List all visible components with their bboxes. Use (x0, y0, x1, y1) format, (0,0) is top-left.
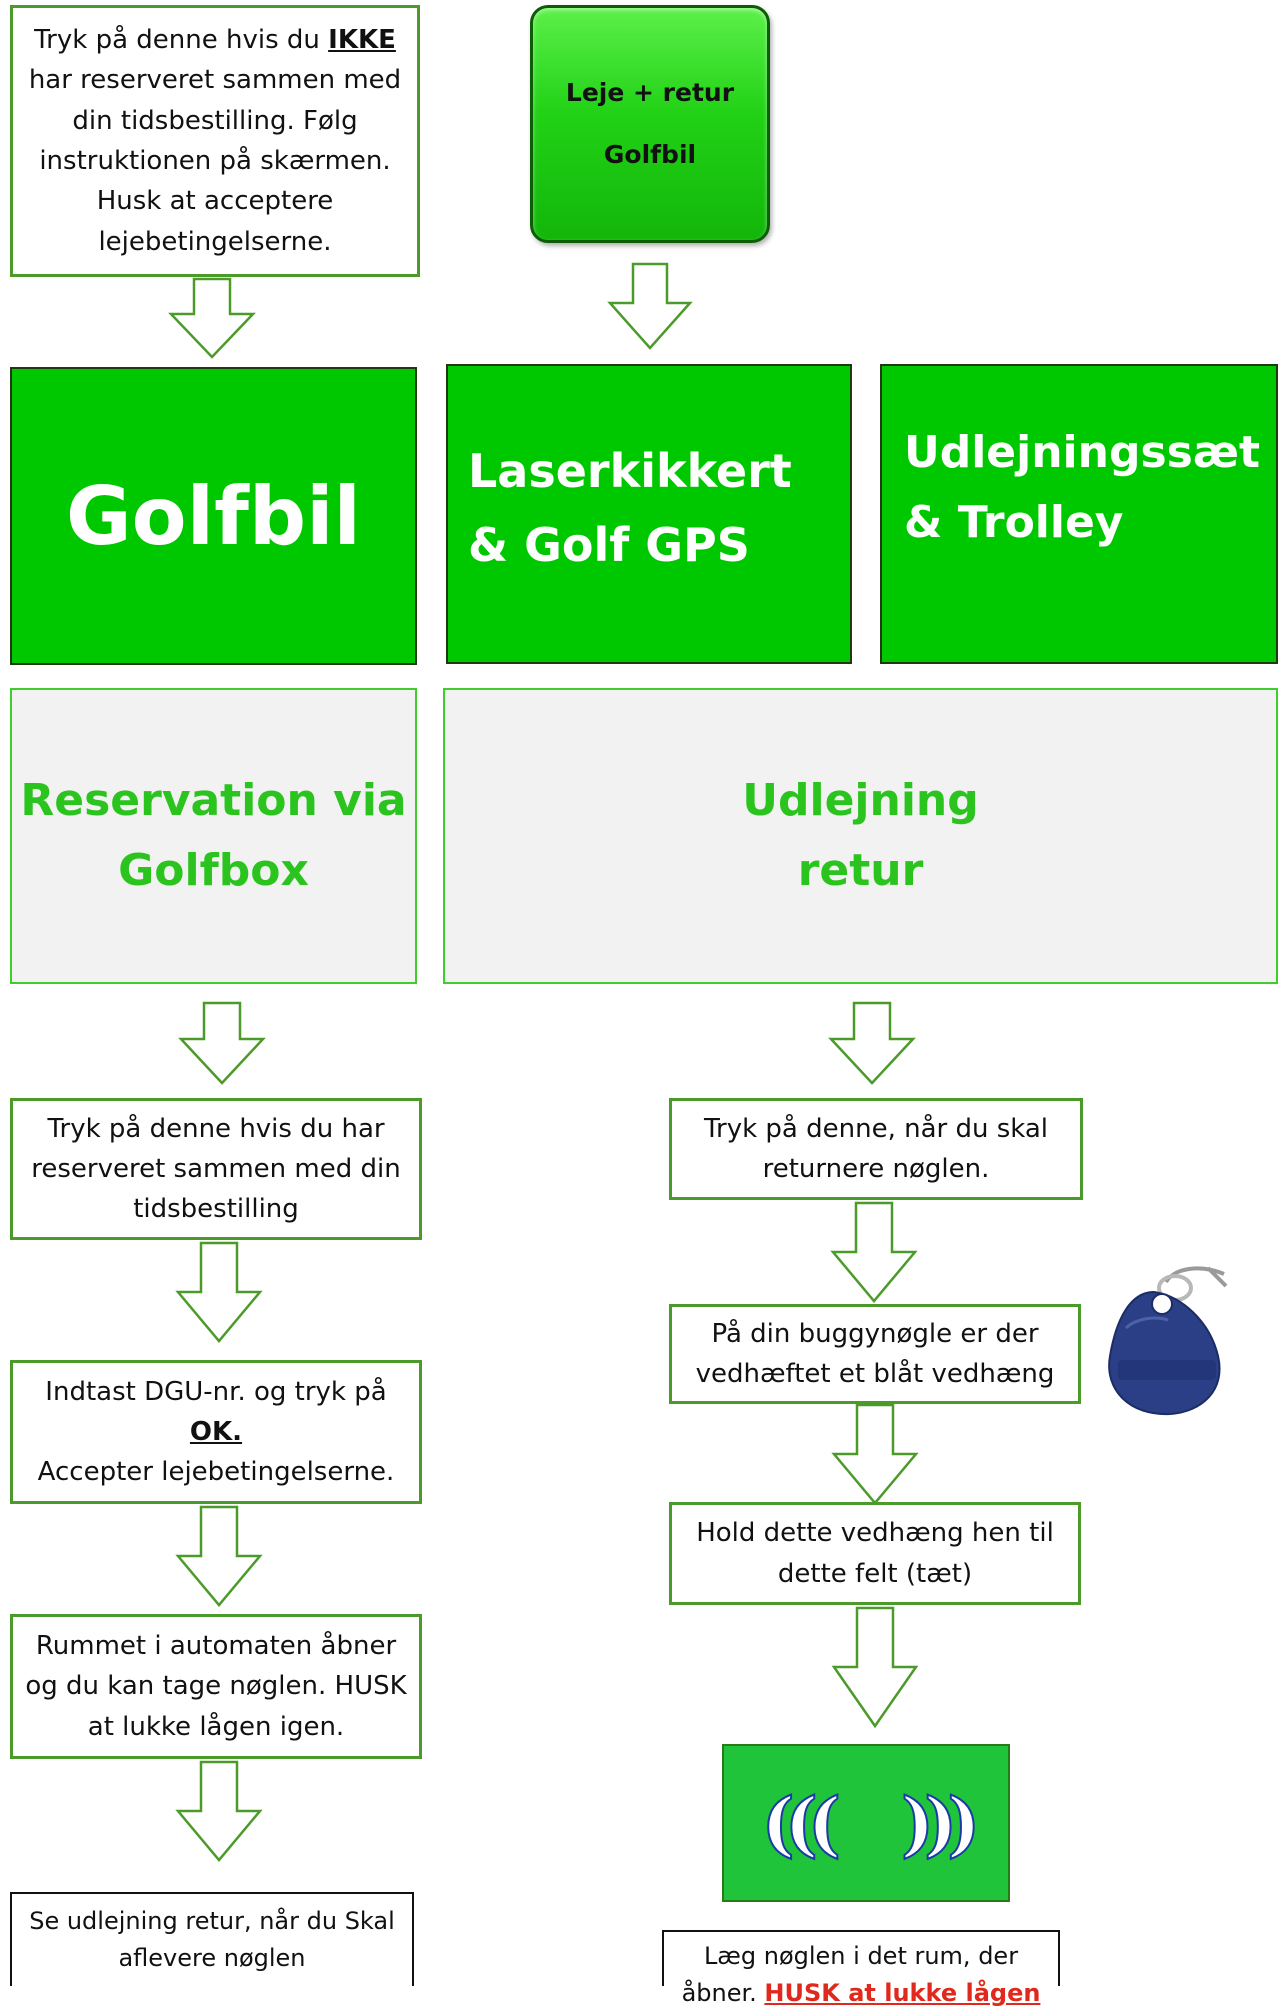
panel-label-line1: Reservation via (20, 774, 407, 826)
down-arrow-icon (831, 1606, 919, 1729)
note-text: Tryk på denne, når du skal returnere nøg… (703, 1113, 1049, 1184)
nfc-waves-left-icon: ((( (761, 1781, 842, 1866)
down-arrow-icon (175, 1241, 263, 1343)
nfc-reader-panel[interactable]: ((( ))) (722, 1744, 1010, 1902)
note-text: Rummet i automaten åbner og du kan tage … (25, 1631, 407, 1742)
tile-label: Udlejningssæt & Trolley (904, 427, 1260, 549)
tile-golfbil[interactable]: Golfbil (10, 367, 417, 665)
tile-label: Golfbil (66, 469, 361, 563)
button-label-line1: Leje + retur (565, 77, 735, 107)
note-text: Tryk på denne hvis du (34, 25, 329, 56)
ikke-emphasis: IKKE (328, 25, 396, 56)
note-hold: Hold dette vedhæng hen til dette felt (t… (669, 1502, 1081, 1605)
down-arrow-icon (828, 1001, 916, 1085)
down-arrow-icon (830, 1201, 918, 1303)
panel-reservation-via-golfbox[interactable]: Reservation via Golfbox (10, 688, 417, 984)
down-arrow-icon (831, 1403, 919, 1505)
note-text: har reserveret sammen med din tidsbestil… (28, 65, 402, 257)
tile-label: Laserkikkert & Golf GPS (468, 444, 792, 572)
note-text: På din buggynøgle er der vedhæftet et bl… (695, 1318, 1055, 1389)
ok-emphasis: OK. (189, 1416, 243, 1447)
note-text: Se udlejning retur, når du Skal aflevere… (29, 1906, 395, 1972)
note-text: Tryk på denne hvis du har reserveret sam… (31, 1113, 401, 1225)
down-arrow-icon (168, 277, 256, 359)
key-fob-icon (1108, 1266, 1228, 1416)
down-arrow-icon (607, 262, 693, 350)
note-laeg-noeglen: Læg nøglen i det rum, der åbner. HUSK at… (662, 1930, 1060, 2007)
note-rummet: Rummet i automaten åbner og du kan tage … (10, 1614, 422, 1759)
panel-label-line1: Udlejning (742, 774, 979, 826)
button-label-line2: Golfbil (603, 140, 697, 169)
note-dgu: Indtast DGU-nr. og tryk på OK. Accepter … (10, 1360, 422, 1504)
note-return-key: Tryk på denne, når du skal returnere nøg… (669, 1098, 1083, 1200)
husk-warning: HUSK at lukke lågen (764, 1979, 1041, 2008)
panel-label-line2: retur (797, 845, 924, 896)
note-text: Hold dette vedhæng hen til dette felt (t… (696, 1518, 1054, 1589)
note-text: Indtast DGU-nr. og tryk på (45, 1376, 387, 1407)
note-text: Accepter lejebetingelserne. (37, 1457, 395, 1488)
note-reserved: Tryk på denne hvis du har reserveret sam… (10, 1098, 422, 1240)
note-se-udlejning: Se udlejning retur, når du Skal aflevere… (10, 1892, 414, 1986)
panel-label-line2: Golfbox (118, 845, 309, 896)
tile-udlejningssaet-trolley[interactable]: Udlejningssæt & Trolley (880, 364, 1278, 664)
panel-udlejning-retur[interactable]: Udlejning retur (443, 688, 1278, 984)
note-not-reserved: Tryk på denne hvis du IKKE har reservere… (10, 5, 420, 277)
note-buggy-key: På din buggynøgle er der vedhæftet et bl… (669, 1304, 1081, 1404)
tile-laserkikkert-golf-gps[interactable]: Laserkikkert & Golf GPS (446, 364, 852, 664)
leje-retur-golfbil-button[interactable]: Leje + retur Golfbil (530, 5, 770, 243)
down-arrow-icon (178, 1001, 266, 1085)
down-arrow-icon (175, 1505, 263, 1607)
nfc-waves-right-icon: ))) (900, 1781, 981, 1866)
down-arrow-icon (175, 1760, 263, 1862)
